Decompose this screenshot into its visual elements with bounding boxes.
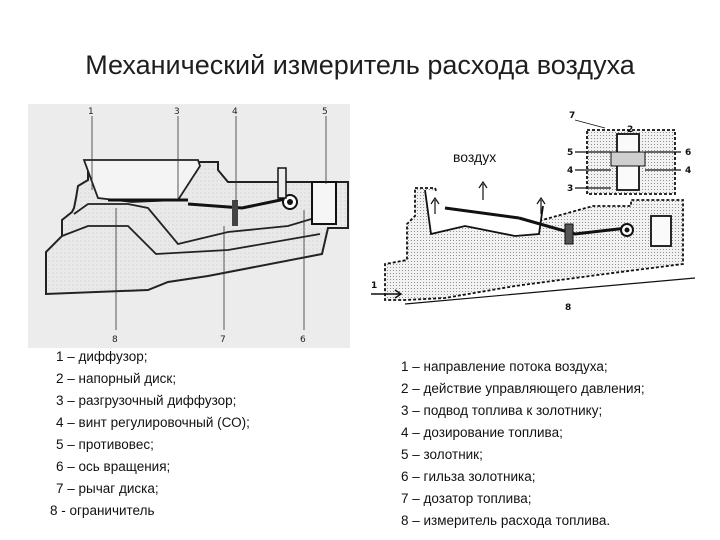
callout-2: 2 xyxy=(627,125,633,135)
left-diagram: 1 3 4 5 8 7 6 xyxy=(28,104,350,348)
callout-7: 7 xyxy=(569,111,575,121)
legend-right-item: 6 – гильза золотника; xyxy=(401,469,536,484)
legend-left-item: 8 - ограничитель xyxy=(50,503,155,518)
callout-bottom-7: 7 xyxy=(220,335,226,345)
callout-5: 5 xyxy=(567,148,573,158)
legend-right-item: 8 – измеритель расхода топлива. xyxy=(401,513,611,528)
co-screw-right xyxy=(564,223,574,245)
legend-left-item: 3 – разгрузочный диффузор; xyxy=(56,393,237,408)
legend-left-item: 7 – рычаг диска; xyxy=(56,481,159,496)
air-flow-arrow-right xyxy=(536,196,546,214)
legend-left-item: 5 – противовес; xyxy=(56,437,154,452)
legend-right-item: 1 – направление потока воздуха; xyxy=(401,359,608,374)
baseline-8 xyxy=(404,277,696,305)
callout-6: 6 xyxy=(685,148,691,158)
legend-left-item: 1 – диффузор; xyxy=(56,349,148,364)
legend-right-item: 2 – действие управляющего давления; xyxy=(401,381,645,396)
callout-bottom-6: 6 xyxy=(300,335,306,345)
air-flow-arrow-up xyxy=(478,180,488,200)
disk-lever-right xyxy=(518,216,628,236)
callout-4-left: 4 xyxy=(567,166,573,176)
counterweight-right xyxy=(650,215,672,247)
co-adjust-screw xyxy=(232,200,238,226)
legend-left-item: 4 – винт регулировочный (СО); xyxy=(56,415,250,430)
callout-bottom-8: 8 xyxy=(112,335,118,345)
legend-right-item: 5 – золотник; xyxy=(401,447,483,462)
callout-1: 1 xyxy=(371,281,377,291)
pivot-axis-core xyxy=(287,199,293,205)
callout-4-right: 4 xyxy=(685,166,691,176)
plunger-sleeve xyxy=(610,151,646,167)
callout-top-3: 3 xyxy=(174,107,180,117)
leader-7-right xyxy=(574,119,606,129)
callout-top-1: 1 xyxy=(88,107,94,117)
callout-3: 3 xyxy=(567,184,573,194)
right-diagram: воздух 7 2 5 4 3 6 4 1 8 xyxy=(371,111,696,313)
legend-right-item: 7 – дозатор топлива; xyxy=(401,491,532,506)
air-label: воздух xyxy=(453,149,496,165)
legend-left: 1 – диффузор; 2 – напорный диск; 3 – раз… xyxy=(50,346,250,522)
legend-right: 1 – направление потока воздуха; 2 – дейс… xyxy=(401,356,645,532)
legend-right-item: 3 – подвод топлива к золотнику; xyxy=(401,403,603,418)
callout-top-5: 5 xyxy=(322,107,328,117)
slide-title: Механический измеритель расхода воздуха xyxy=(85,50,635,80)
pivot-axis-right-core xyxy=(624,227,630,233)
air-channel xyxy=(73,203,329,246)
counterweight xyxy=(311,181,337,225)
inlet-arrow xyxy=(371,289,403,299)
control-plunger xyxy=(277,167,287,199)
lower-channel xyxy=(61,225,321,255)
callout-top-4: 4 xyxy=(232,107,238,117)
disk-lever xyxy=(187,196,291,210)
legend-right-item: 4 – дозирование топлива; xyxy=(401,425,563,440)
legend-left-item: 2 – напорный диск; xyxy=(56,371,177,386)
pressure-disk-right xyxy=(444,206,520,220)
air-flow-arrow-left xyxy=(430,196,440,214)
legend-left-item: 6 – ось вращения; xyxy=(56,459,171,474)
callout-8: 8 xyxy=(565,303,571,313)
